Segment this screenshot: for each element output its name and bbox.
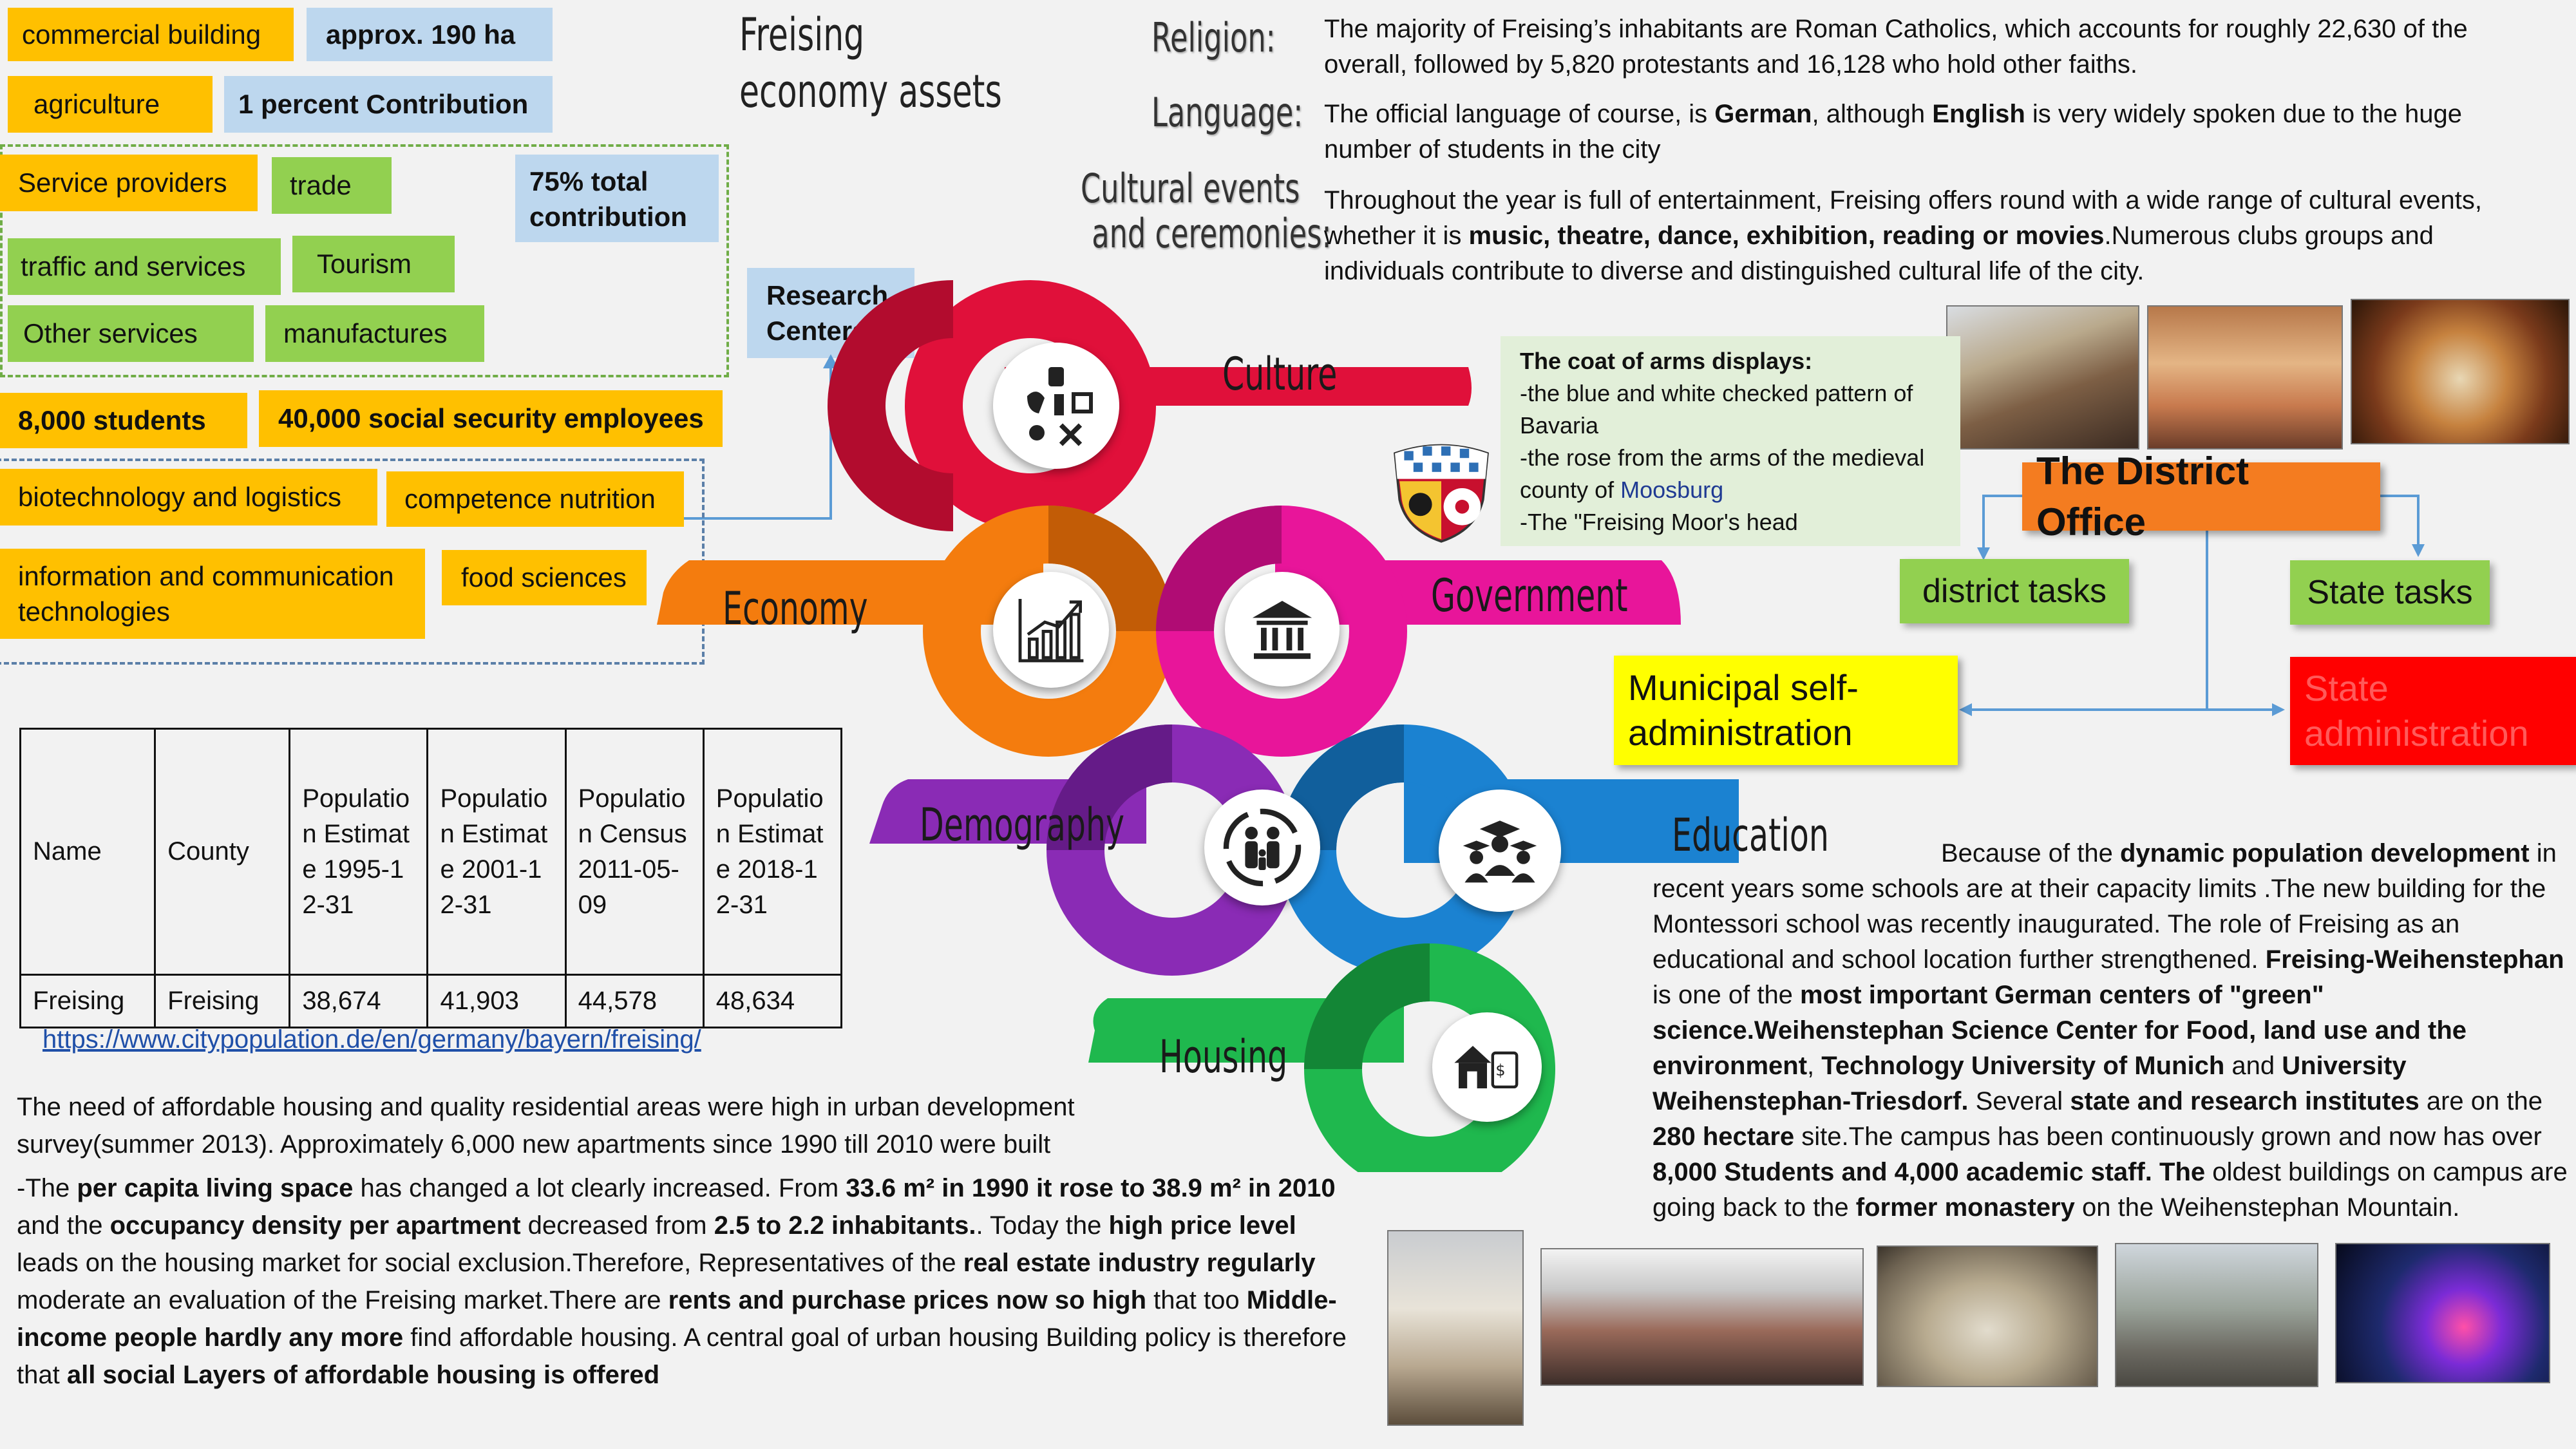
- housing-text-1: The need of affordable housing and quali…: [17, 1093, 1075, 1159]
- municipal-box: Municipal self-administration: [1614, 656, 1958, 765]
- religion-text: The majority of Freising’s inhabitants a…: [1324, 15, 2468, 79]
- services-group-border: [0, 144, 729, 377]
- photo-library-modern: [1540, 1248, 1864, 1386]
- tag-8000-students: 8,000 students: [0, 393, 247, 448]
- photo-historic-hall: [1877, 1245, 2098, 1387]
- table-header: Name: [19, 728, 156, 976]
- table-header: Population Census 2011-05-09: [564, 728, 705, 976]
- photo-bavarian-food: [2351, 299, 2570, 444]
- tag-traffic-services: traffic and services: [8, 238, 281, 295]
- religion-label: Religion:: [1151, 14, 1276, 61]
- economy-chart-icon: [993, 572, 1109, 688]
- tag-food-sciences: food sciences: [442, 550, 647, 605]
- district-tasks-box: district tasks: [1900, 559, 2129, 623]
- page-title-line2: economy assets: [739, 65, 1002, 118]
- ribbon-label-government: Government: [1431, 569, 1628, 622]
- tag-40000-employees: 40,000 social security employees: [259, 390, 723, 447]
- tag-trade: trade: [272, 157, 392, 214]
- table-header: Population Estimate 2001-12-31: [426, 728, 567, 976]
- tag-manufactures: manufactures: [265, 305, 484, 362]
- page-title-line1: Freising: [739, 8, 865, 61]
- moosburg-link[interactable]: Moosburg: [1620, 477, 1724, 503]
- ribbon-label-demography: Demography: [920, 799, 1125, 851]
- tag-ict: information and communication technologi…: [0, 549, 425, 639]
- tag-75-total: 75% total contribution: [515, 155, 719, 242]
- language-label: Language:: [1151, 89, 1303, 136]
- ribbon-label-education: Education: [1672, 809, 1829, 862]
- language-german: German: [1714, 100, 1812, 128]
- photo-festival-hall: [1946, 305, 2139, 450]
- demography-family-icon: [1204, 790, 1320, 905]
- ribbon-culture: [828, 280, 1472, 531]
- coat-of-arms-text: The coat of arms displays: -the blue and…: [1520, 348, 1925, 535]
- table-header: County: [154, 728, 291, 976]
- svg-text:$: $: [1495, 1061, 1505, 1079]
- district-office-box: The District Office: [2022, 450, 2380, 544]
- tag-one-percent: 1 percent Contribution: [224, 76, 553, 133]
- state-tasks-box: State tasks: [2290, 560, 2490, 625]
- housing-icon: $: [1432, 1012, 1542, 1122]
- tag-agriculture: agriculture: [8, 76, 213, 133]
- events-text: Throughout the year is full of entertain…: [1324, 186, 2483, 285]
- language-english: English: [1932, 100, 2025, 128]
- events-label: Cultural events and ceremonies:: [1081, 165, 1332, 257]
- education-text: Because of the dynamic population develo…: [1653, 839, 2568, 1222]
- ribbon-government: [1156, 506, 1681, 757]
- citypopulation-link[interactable]: https://www.citypopulation.de/en/germany…: [43, 1025, 701, 1054]
- tag-commercial-building: commercial building: [8, 8, 294, 61]
- tag-other-services: Other services: [8, 305, 254, 362]
- tag-service-providers: Service providers: [0, 155, 258, 211]
- coat-of-arms-card: [1501, 336, 1960, 546]
- photo-beer-friends: [2147, 305, 2343, 450]
- photo-gate-ruins: [2115, 1243, 2318, 1387]
- ribbon-label-economy: Economy: [723, 582, 868, 635]
- government-connectors: [1959, 495, 2425, 716]
- ribbon-label-housing: Housing: [1159, 1030, 1288, 1083]
- culture-icon: [993, 343, 1119, 469]
- photo-night-festival: [2335, 1243, 2550, 1383]
- population-table: Name County Population Estimate 1995-12-…: [19, 728, 843, 1028]
- table-header: Population Estimate 1995-12-31: [289, 728, 429, 976]
- state-admin-box: State administration: [2290, 657, 2576, 765]
- spiral-infographic: [657, 280, 1739, 1172]
- education-graduates-icon: [1439, 790, 1561, 912]
- tag-competence-nutrition: competence nutrition: [386, 471, 684, 527]
- language-text: The official language of course, is Germ…: [1324, 100, 2462, 164]
- tag-approx-190-ha: approx. 190 ha: [307, 8, 553, 61]
- ribbon-economy: [657, 506, 1174, 757]
- photo-church-towers: [1387, 1230, 1524, 1426]
- page-title: Freising economy assets: [739, 6, 1002, 120]
- ribbon-label-culture: Culture: [1222, 348, 1338, 401]
- housing-text-2: -The per capita living space has changed…: [17, 1174, 1347, 1389]
- table-row: Freising Freising 38,674 41,903 44,578 4…: [19, 974, 843, 1028]
- tag-biotech-logistics: biotechnology and logistics: [0, 469, 377, 526]
- government-building-icon: [1225, 572, 1340, 687]
- tag-tourism: Tourism: [292, 236, 455, 292]
- table-header: Population Estimate 2018-12-31: [702, 728, 843, 976]
- coat-of-arms-icon: [1394, 444, 1489, 543]
